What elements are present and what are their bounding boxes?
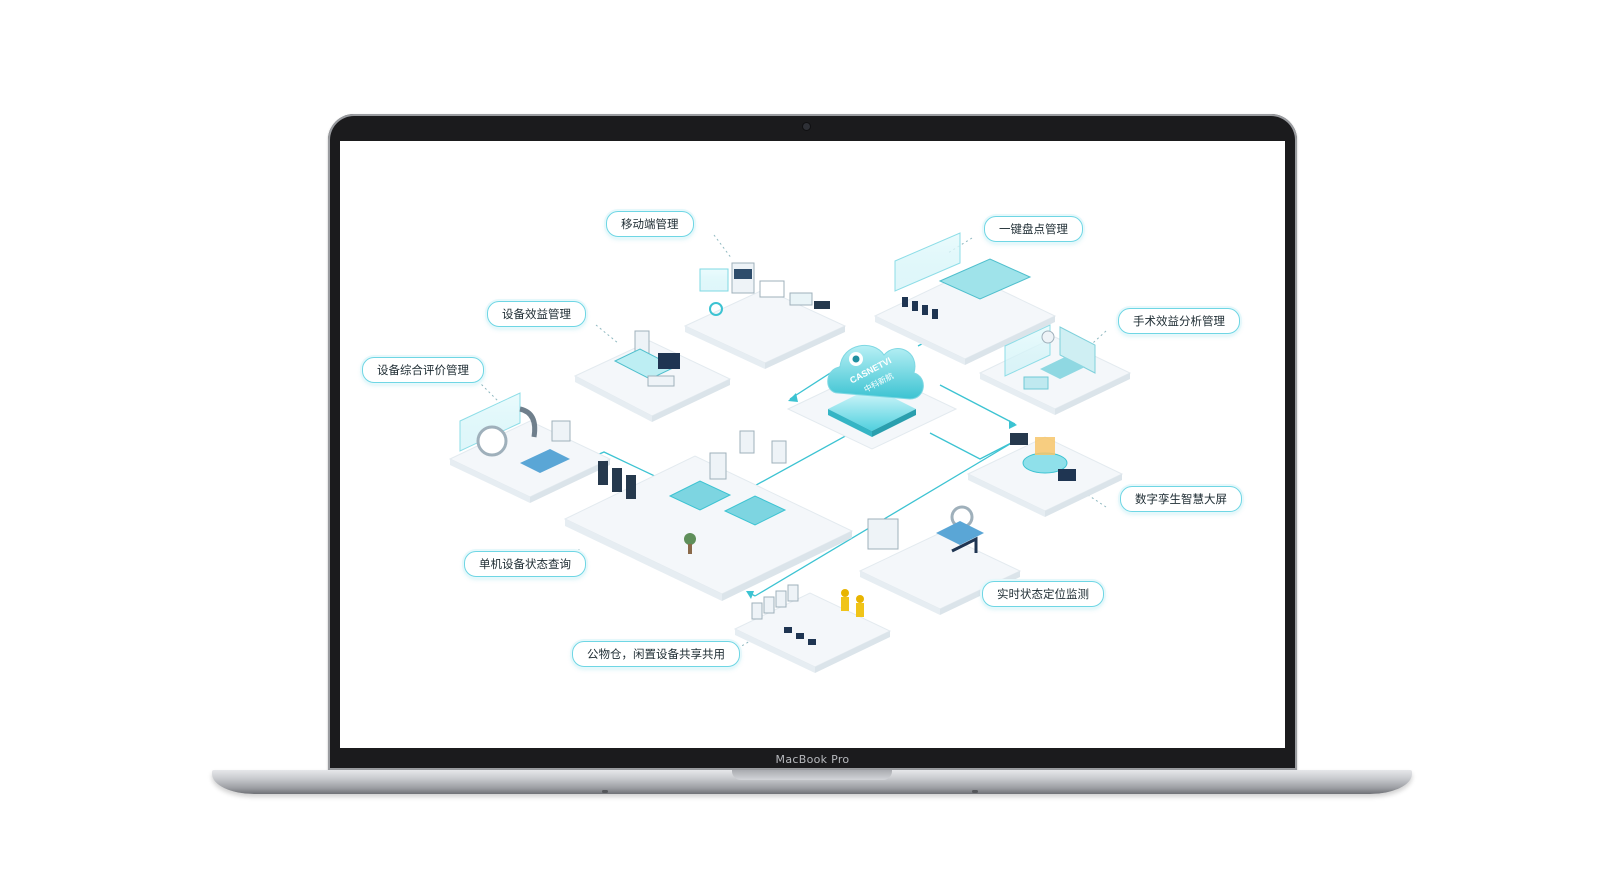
platform-digital-twin (968, 433, 1122, 517)
laptop-foot (602, 790, 608, 793)
label-realtime-location: 实时状态定位监测 (982, 581, 1104, 607)
platform-mobile (685, 263, 845, 369)
platform-equipment-benefit (575, 331, 730, 422)
label-surgery-benefit: 手术效益分析管理 (1118, 308, 1240, 334)
camera-icon (803, 123, 810, 130)
platform-evaluation (450, 393, 610, 503)
label-equipment-benefit: 设备效益管理 (487, 301, 586, 327)
laptop-screen: CASNETVI 中科新航 移动端管理 一键盘点管理 设备效益管理 手术效益分析… (340, 141, 1285, 748)
label-equipment-evaluation: 设备综合评价管理 (362, 357, 484, 383)
label-single-device-status: 单机设备状态查询 (464, 551, 586, 577)
laptop-lid: CASNETVI 中科新航 移动端管理 一键盘点管理 设备效益管理 手术效益分析… (328, 114, 1297, 770)
platform-shared (735, 585, 890, 673)
laptop-foot (972, 790, 978, 793)
label-one-click-inventory: 一键盘点管理 (984, 216, 1083, 242)
label-mobile: 移动端管理 (606, 211, 694, 237)
device-label: MacBook Pro (328, 753, 1297, 766)
label-digital-twin: 数字孪生智慧大屏 (1120, 486, 1242, 512)
laptop-base (212, 770, 1412, 794)
trackpad-notch (732, 770, 892, 780)
label-shared-equipment: 公物仓，闲置设备共享共用 (572, 641, 740, 667)
arrow-icon (1009, 420, 1017, 429)
architecture-diagram: CASNETVI 中科新航 (340, 141, 1285, 748)
